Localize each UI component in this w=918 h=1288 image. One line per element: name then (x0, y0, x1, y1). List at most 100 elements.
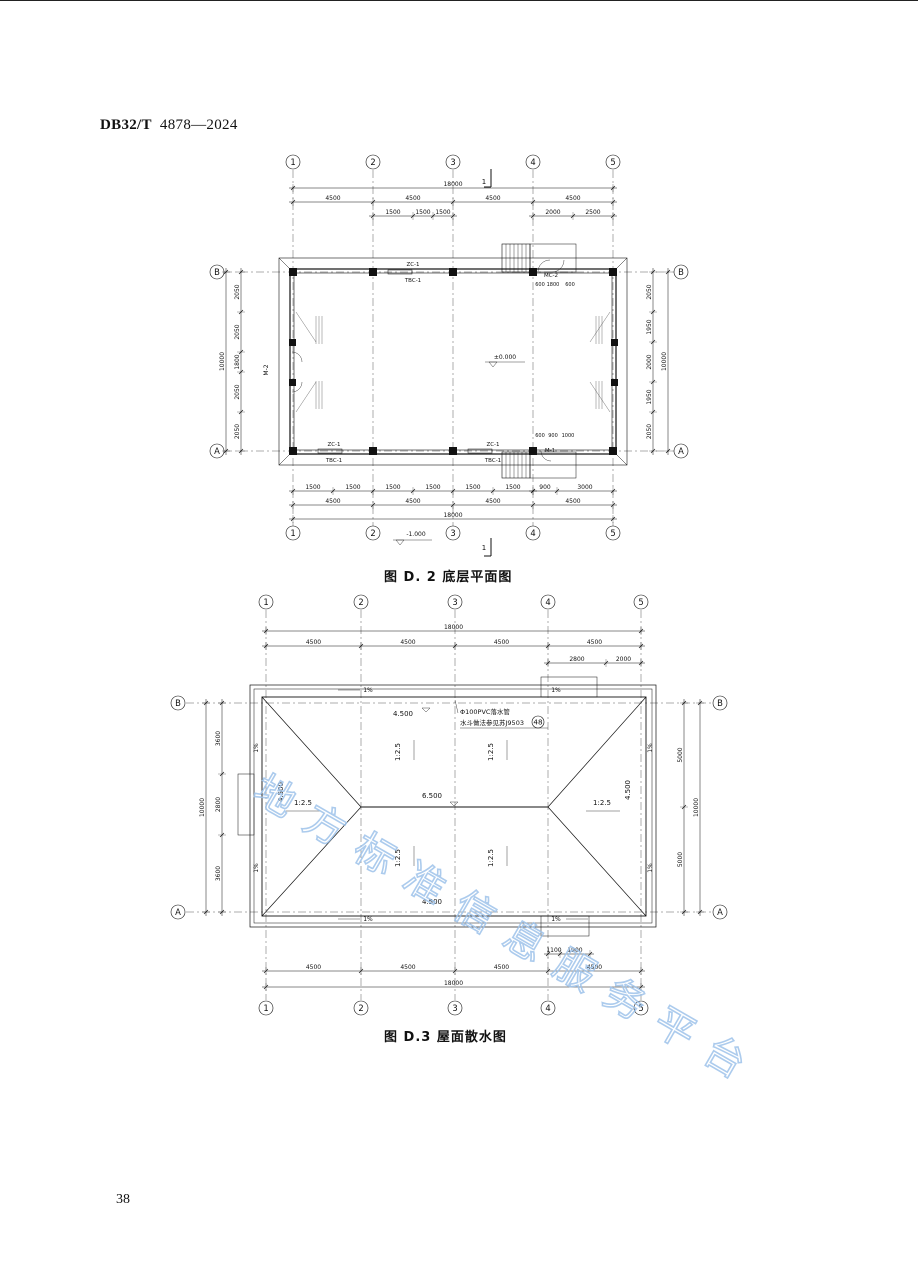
roof-axis-left-A-circle (170, 904, 186, 920)
page-number: 38 (116, 1192, 130, 1207)
d3-projection-top (540, 676, 598, 698)
d2-door-swing (291, 381, 303, 393)
d3-right-label: 5000 (677, 747, 684, 762)
roof-pct-label: 1% (647, 743, 654, 753)
d2-column (529, 447, 537, 455)
roof-pct-label: 1% (647, 863, 654, 873)
roof-axis-bot-5-circle (633, 1000, 649, 1016)
roof-elevation: 4.500 (393, 710, 413, 718)
roof-axis-bot-4-label: 4 (545, 1003, 550, 1013)
roof-axis-bot-2-circle (353, 1000, 369, 1016)
axis-top-5-circle (605, 154, 621, 170)
roof-axis-bot-1-circle (258, 1000, 274, 1016)
d3-bays-top-label: 4500 (306, 639, 321, 646)
d2-door-swing (540, 450, 552, 462)
axis-top-5-label: 5 (610, 157, 615, 167)
label-tbc1: TBC-1 (404, 278, 421, 284)
roof-axis-top-3-label: 3 (452, 597, 457, 607)
d2-column (611, 339, 618, 346)
axis-top-1-label: 1 (290, 157, 295, 167)
roof-axis-right-B-circle (712, 695, 728, 711)
d2-sub-bot-a-label: 1500 (345, 484, 360, 491)
d3-eave (261, 696, 647, 917)
roof-axis-top-1-label: 1 (263, 597, 268, 607)
d2-column (611, 379, 618, 386)
roof-axis-top-1-circle (258, 594, 274, 610)
note-leader (454, 699, 459, 714)
d2-apron-corner (615, 453, 628, 466)
d2-apron-outline (278, 257, 628, 466)
label-mc2: MC-2 (544, 273, 558, 279)
d2-sub-bot-a-label: 1500 (305, 484, 320, 491)
label-zc1: ZC-1 (406, 262, 419, 268)
roof-axis-bot-2-label: 2 (358, 1003, 363, 1013)
label-m2: M-2 (263, 364, 270, 375)
d2-left-label: 2050 (234, 284, 241, 299)
roof-slope-label: 1:2.5 (593, 799, 611, 807)
note-ref-circle (531, 715, 545, 729)
roof-axis-bot-3-circle (447, 1000, 463, 1016)
axis-top-2-label: 2 (370, 157, 375, 167)
code-number: 32/T (121, 117, 152, 133)
d2-column (449, 447, 457, 455)
d2-left-label: 2050 (234, 384, 241, 399)
d2-column (289, 268, 297, 276)
d2-sub-bot-a-label: 1500 (465, 484, 480, 491)
label-elevation-out: -1.000 (406, 531, 426, 538)
d2-right-label: 1950 (646, 319, 653, 334)
axis-left-B-label: B (214, 267, 220, 277)
d2-column (289, 447, 297, 455)
roof-axis-top-5-circle (633, 594, 649, 610)
roof-axis-right-A-label: A (717, 907, 723, 917)
axis-top-4-label: 4 (530, 157, 535, 167)
roof-pct-label: 1% (551, 916, 561, 923)
d3-hip (547, 806, 647, 917)
d2-brace (295, 381, 317, 413)
d3-hip (547, 696, 647, 808)
roof-axis-left-B-circle (170, 695, 186, 711)
label-tbc1b: TBC-1 (325, 458, 342, 464)
axis-top-2-circle (365, 154, 381, 170)
d2-column (369, 268, 377, 276)
axis-bot-4-label: 4 (530, 528, 535, 538)
roof-axis-top-5-label: 5 (638, 597, 643, 607)
axis-right-B-label: B (678, 267, 684, 277)
d2-brace (589, 381, 611, 413)
d2-left-total-label: 10000 (219, 352, 226, 371)
note-ref-label: 48 (533, 718, 543, 727)
label-tbc1c: TBC-1 (484, 458, 501, 464)
document-code: DB32/T 4878—2024 (100, 117, 238, 134)
roof-axis-left-A-label: A (175, 907, 181, 917)
axis-right-A-label: A (678, 446, 684, 456)
d2-column (609, 268, 617, 276)
d2-window (387, 269, 413, 275)
roof-pct-label: 1% (253, 863, 260, 873)
figure-d2-caption: 图 D. 2 底层平面图 (384, 570, 513, 585)
roof-pct-label: 1% (551, 687, 561, 694)
d2-right-label: 2050 (646, 424, 653, 439)
figure-d3-caption: 图 D.3 屋面散水图 (384, 1030, 507, 1045)
d3-projection-bot (540, 915, 590, 937)
d3-bot-extra-label: 1900 (567, 947, 582, 954)
label-door-dim-b: 900 (548, 433, 558, 439)
axis-bot-5-label: 5 (610, 528, 615, 538)
label-door-dim: 600 (535, 282, 545, 288)
note-scupper: 水斗做法参见苏J9503 (460, 718, 524, 727)
d2-left-label: 2050 (234, 324, 241, 339)
d2-cut-label: 1 (482, 178, 486, 186)
d2-right-label: 2050 (646, 284, 653, 299)
axis-top-3-circle (445, 154, 461, 170)
roof-elevation: 6.500 (422, 792, 442, 800)
d2-door-swing (551, 259, 565, 273)
roof-pct-label: 1% (363, 687, 373, 694)
d2-column (289, 339, 296, 346)
d2-sub-bot-a-label: 1500 (425, 484, 440, 491)
d2-entry-bot (529, 451, 577, 479)
axis-top-3-label: 3 (450, 157, 455, 167)
d3-right-label: 5000 (677, 852, 684, 867)
roof-axis-top-4-circle (540, 594, 556, 610)
d2-column (369, 447, 377, 455)
d2-sub-bot-b-label: 900 (539, 484, 551, 491)
d3-left-label: 3600 (215, 731, 222, 746)
